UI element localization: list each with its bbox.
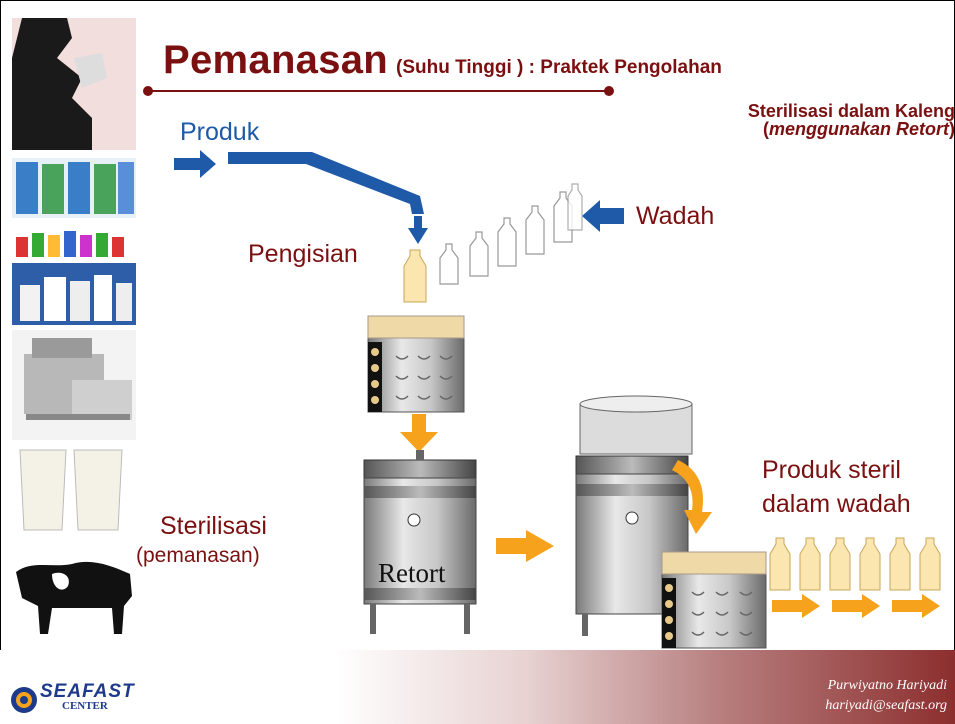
cow-silhouette-image <box>12 546 136 638</box>
title-sub: (Suhu Tinggi ) : Praktek Pengolahan <box>396 57 722 78</box>
process-subtitle: Sterilisasi dalam Kaleng (menggunakan Re… <box>748 102 955 138</box>
author-credit: Purwiyatno Hariyadi hariyadi@seafast.org <box>825 676 947 716</box>
produk-arrow <box>174 150 216 178</box>
retort-vessel-open <box>575 395 693 636</box>
product-pipe <box>174 150 624 244</box>
subtitle-line-1: Sterilisasi dalam Kaleng <box>747 101 955 121</box>
retort-basket-top <box>367 315 465 413</box>
curved-arrow-basket-out <box>672 460 712 534</box>
title-underline <box>148 90 610 92</box>
title-line-dot-left <box>143 86 153 96</box>
side-image-strip <box>12 18 136 638</box>
sterile-bottles <box>769 537 941 591</box>
label-pemanasan: (pemanasan) <box>136 544 260 567</box>
label-wadah: Wadah <box>636 202 715 230</box>
retort-label: Retort <box>378 558 446 588</box>
seafast-logo-emblem <box>11 687 37 713</box>
label-pengisian: Pengisian <box>248 240 358 268</box>
label-produk-steril-1: Produk steril <box>762 456 901 484</box>
label-produk-steril-2: dalam wadah <box>762 490 911 518</box>
colored-packages-image <box>12 223 136 259</box>
filling-down-arrow <box>408 216 428 244</box>
logo-subtext: CENTER <box>62 700 108 712</box>
empty-bottles <box>439 183 583 285</box>
packaging-rolls-image <box>12 263 136 325</box>
slide-title: Pemanasan (Suhu Tinggi ) : Praktek Pengol… <box>163 38 722 83</box>
retort-vessel-closed <box>363 450 477 634</box>
label-sterilisasi: Sterilisasi <box>160 512 267 540</box>
output-arrows <box>772 594 940 618</box>
author-name: Purwiyatno Hariyadi <box>827 678 947 693</box>
milk-cartons-image <box>12 158 136 218</box>
wadah-arrow <box>582 200 624 232</box>
author-email: hariyadi@seafast.org <box>825 698 947 713</box>
title-main: Pemanasan <box>163 38 389 82</box>
right-arrow-between-retorts <box>496 530 554 562</box>
down-arrow-to-retort <box>400 414 438 452</box>
filling-machine-image <box>12 330 136 440</box>
retort-basket-out <box>661 551 767 649</box>
milk-glasses-image <box>12 444 136 536</box>
footer-gradient-band <box>0 650 955 724</box>
subtitle-line-2: (menggunakan Retort) <box>762 119 955 139</box>
filled-bottle <box>403 249 427 303</box>
drinking-silhouette-image <box>12 18 136 150</box>
title-line-dot-right <box>604 86 614 96</box>
logo-text: SEAFAST <box>40 681 135 702</box>
label-produk: Produk <box>180 118 260 146</box>
